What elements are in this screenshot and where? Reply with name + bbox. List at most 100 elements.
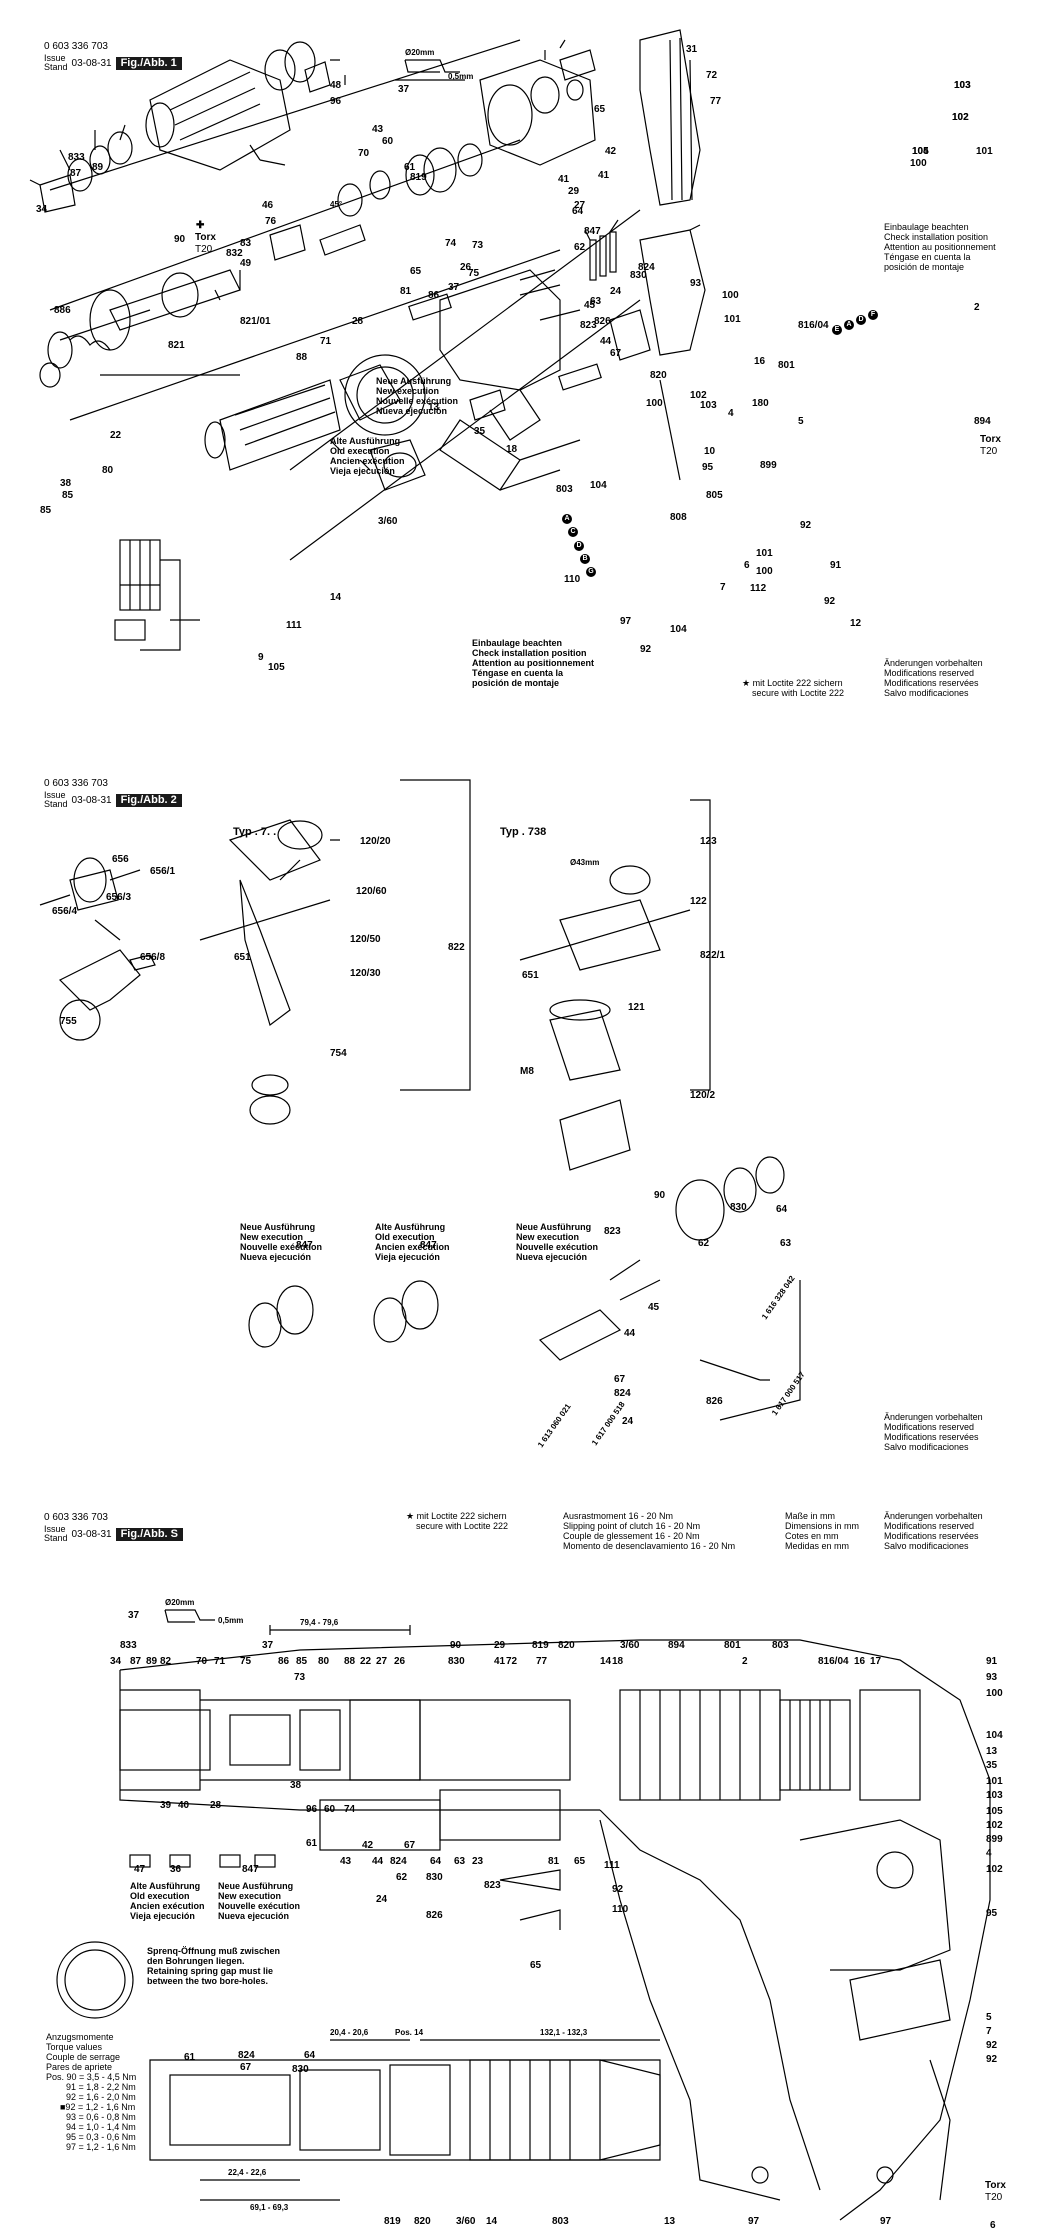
part-callout: 44	[372, 1856, 384, 1867]
torque-line: Ausrastmoment 16 - 20 Nm	[563, 1511, 674, 1521]
part-callout: 847	[242, 1864, 259, 1875]
part-callout: 87	[70, 168, 82, 179]
part-callout: 41	[494, 1656, 506, 1667]
part-callout: 824	[390, 1856, 407, 1867]
part-callout: 104	[670, 624, 687, 635]
part-callout: 823	[604, 1226, 621, 1237]
part-callout: 103	[954, 80, 971, 91]
changes-line: Modifications reservées	[884, 1531, 979, 1541]
part-callout: 72	[706, 70, 718, 81]
part-callout: 6	[990, 2220, 996, 2231]
new-exec-line: Nouvelle exécution	[240, 1242, 323, 1252]
part-callout: 40	[178, 1800, 190, 1811]
part-callout: 93	[690, 278, 702, 289]
part-callout: 833	[120, 1640, 137, 1651]
part-callout: 73	[472, 240, 484, 251]
part-callout: 31	[686, 44, 698, 55]
part-callout: 18	[506, 444, 518, 455]
tightening-line: 93 = 0,6 - 0,8 Nm	[66, 2112, 136, 2122]
old-exec-line: Alte Ausführung	[375, 1222, 446, 1232]
old-exec-line: Ancien exécution	[330, 456, 405, 466]
part-callout: 14	[600, 1656, 612, 1667]
part-callout: 81	[400, 286, 412, 297]
part-callout: 70	[358, 148, 370, 159]
part-callout: 85	[296, 1656, 308, 1667]
part-callout: 29	[568, 186, 580, 197]
part-callout: 85	[62, 490, 74, 501]
part-callout: 35	[474, 426, 486, 437]
fig2-m8: M8	[520, 1066, 534, 1077]
tightening-line: 95 = 0,3 - 0,6 Nm	[66, 2132, 136, 2142]
install-note-line: Téngase en cuenta la	[884, 252, 971, 262]
fig1-torx-2: T20	[195, 244, 213, 255]
part-callout: 42	[605, 146, 617, 157]
fig2-new-exec-2: Neue Ausführung New execution Nouvelle e…	[516, 1222, 598, 1262]
part-callout: 62	[396, 1872, 408, 1883]
part-callout: 82	[160, 1656, 172, 1667]
spring-note-line: Retaining spring gap must lie	[147, 1966, 274, 1976]
tightening-line: 92 = 1,6 - 2,0 Nm	[66, 2092, 136, 2102]
part-callout: 816/04	[818, 1656, 849, 1667]
part-callout: 43	[340, 1856, 352, 1867]
part-callout: 101	[756, 548, 773, 559]
marker-g: G	[586, 567, 596, 577]
part-callout: 46	[262, 200, 274, 211]
part-callout: 74	[445, 238, 457, 249]
part-callout: 801	[778, 360, 795, 371]
changes-line: Salvo modificaciones	[884, 1442, 969, 1452]
part-callout: 65	[410, 266, 422, 277]
part-callout: 894	[974, 416, 991, 427]
part-callout: 822	[448, 942, 465, 953]
part-callout: 60	[324, 1804, 336, 1815]
tightening-line: ■92 = 1,2 - 1,6 Nm	[60, 2102, 136, 2112]
part-callout: 22	[360, 1656, 372, 1667]
part-callout: 832	[226, 248, 243, 259]
part-callout: 9	[258, 652, 264, 663]
changes-line: Modifications reserved	[884, 1422, 975, 1432]
part-callout: 27	[376, 1656, 388, 1667]
new-exec-line: Nueva ejecución	[376, 406, 448, 416]
part-callout: 44	[624, 1328, 636, 1339]
part-callout: 23	[472, 1856, 484, 1867]
part-callout: 830	[630, 270, 647, 281]
part-callout: 754	[330, 1048, 347, 1059]
part-callout: 92	[824, 596, 836, 607]
part-callout: 13	[986, 1746, 998, 1757]
part-callout: 70	[196, 1656, 208, 1667]
install-note-line: Téngase en cuenta la	[472, 668, 564, 678]
new-exec-line: Neue Ausführung	[218, 1881, 294, 1891]
marker-d2: D	[856, 315, 866, 325]
torque-line: Slipping point of clutch 16 - 20 Nm	[563, 1521, 701, 1531]
part-callout: 61	[184, 2052, 196, 2063]
part-callout: 37	[262, 1640, 274, 1651]
part-callout: 819	[532, 1640, 549, 1651]
part-callout: 80	[318, 1656, 330, 1667]
part-callout: 12	[850, 618, 862, 629]
fig1-install-note-mid: Einbaulage beachten Check installation p…	[472, 638, 594, 688]
changes-line: Modifications reserved	[884, 668, 975, 678]
part-callout: 97	[620, 616, 632, 627]
part-callout: 894	[668, 1640, 685, 1651]
part-callout: 6	[744, 560, 750, 571]
part-callout: 90	[654, 1190, 666, 1201]
part-callout: 808	[670, 512, 687, 523]
part-callout: 24	[610, 286, 622, 297]
part-callout: 100	[756, 566, 773, 577]
new-exec-line: Neue Ausführung	[376, 376, 452, 386]
part-callout: 24	[622, 1416, 634, 1427]
stand-label: Stand	[44, 799, 68, 809]
part-callout: 656/1	[150, 866, 176, 877]
spring-note-line: between the two bore-holes.	[147, 1976, 269, 1986]
part-callout: 656/8	[140, 952, 166, 963]
part-callout: 820	[414, 2216, 431, 2227]
stand-label: Stand	[44, 62, 68, 72]
figS-spring-note: Sprenq-Öffnung muß zwischen den Bohrunge…	[147, 1946, 280, 1986]
loctite-line: ★ mit Loctite 222 sichern	[406, 1511, 507, 1521]
part-callout: 38	[60, 478, 72, 489]
part-callout: 112	[750, 583, 767, 594]
part-callout: 824	[614, 1388, 631, 1399]
part-callout: 64	[304, 2050, 316, 2061]
part-callout: 96	[306, 1804, 318, 1815]
part-callout: 26	[460, 262, 472, 273]
